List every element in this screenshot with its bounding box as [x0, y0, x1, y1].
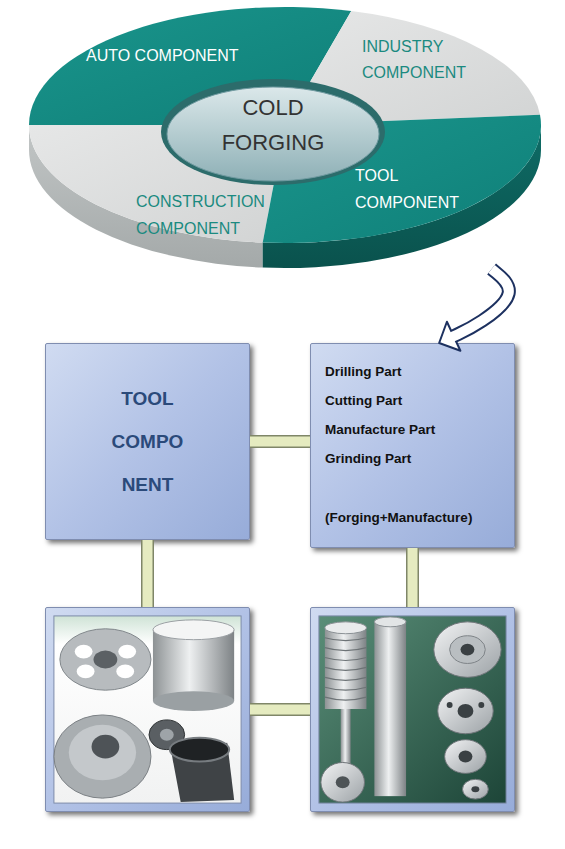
part-list-box: Drilling PartCutting PartManufacture Par…	[310, 343, 515, 548]
node-label: Drilling Part	[325, 357, 506, 386]
photo-illustration	[311, 608, 514, 811]
connector-outline	[141, 540, 154, 607]
node-label: Manufacture Part	[325, 415, 506, 444]
node-label: Cutting Part	[325, 386, 506, 415]
connector-outline	[250, 703, 310, 716]
connector-fill	[408, 548, 418, 607]
connector-fill	[143, 540, 153, 607]
connector-bar	[250, 709, 310, 710]
ellipse-face	[167, 87, 379, 181]
photo-box	[310, 607, 515, 812]
connector-outline	[454, 269, 509, 336]
connector-outline	[406, 548, 419, 607]
connector-fill	[451, 269, 509, 338]
node-label: CONSTRUCTION COMPONENT	[136, 188, 296, 242]
node-label: Grinding Part	[325, 444, 506, 473]
photo-box	[45, 607, 250, 812]
center-ellipse: COLD FORGING	[160, 78, 386, 186]
connector-fill	[250, 437, 310, 447]
photo-illustration	[46, 608, 249, 811]
node-label: INDUSTRY COMPONENT	[362, 34, 492, 86]
connector-fill	[250, 705, 310, 715]
connector-outline	[250, 435, 310, 448]
node-label: AUTO COMPONENT	[86, 45, 296, 67]
node-label: TOOL COMPONENT	[355, 162, 485, 216]
segment-top	[263, 115, 541, 243]
connector-bar	[147, 540, 148, 607]
node-label: (Forging+Manufacture)	[325, 503, 506, 532]
node-label: TOOL COMPO NENT	[108, 377, 188, 506]
curved-arrow	[439, 269, 509, 351]
component-box: TOOL COMPO NENT	[45, 343, 250, 540]
connector-bar	[412, 548, 413, 607]
connector-bar	[250, 441, 310, 442]
ellipse-rim	[161, 79, 385, 185]
node-label: COLD FORGING	[213, 90, 333, 160]
